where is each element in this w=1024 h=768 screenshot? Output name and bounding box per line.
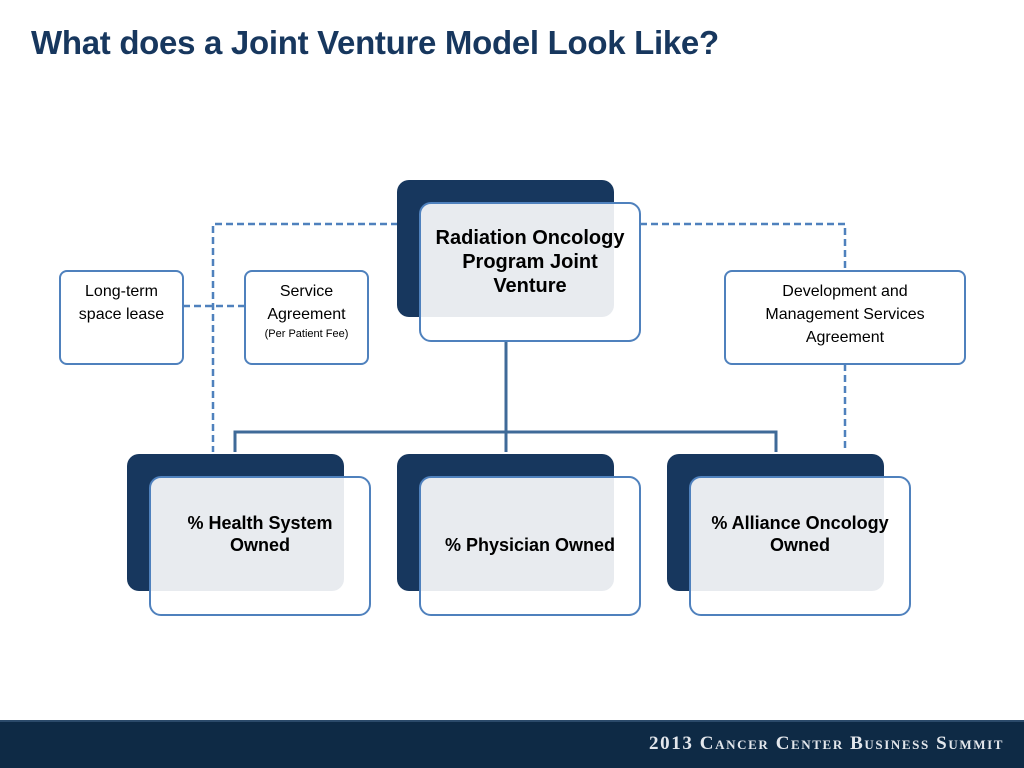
- footer-stripe: [0, 720, 1024, 722]
- physician-owned-box: % Physician Owned: [419, 476, 641, 616]
- management-agreement-box: Development and Management Services Agre…: [724, 270, 966, 365]
- health-system-owned-label: % Health System Owned: [187, 513, 333, 555]
- joint-venture-box: Radiation Oncology Program Joint Venture: [419, 202, 641, 342]
- joint-venture-label: Radiation Oncology Program Joint Venture: [435, 227, 625, 297]
- dashed-line-left: [211, 222, 420, 452]
- management-agreement-label: Development and Management Services Agre…: [765, 283, 925, 347]
- physician-owned-label: % Physician Owned: [444, 535, 616, 556]
- lease-label: Long-term space lease: [78, 283, 165, 324]
- service-agreement-box: Service Agreement (Per Patient Fee): [244, 270, 369, 365]
- footer-bar: 2013 Cancer Center Business Summit: [0, 720, 1024, 768]
- lease-box: Long-term space lease: [59, 270, 184, 365]
- footer-event-title: 2013 Cancer Center Business Summit: [649, 733, 1004, 754]
- alliance-owned-box: % Alliance Oncology Owned: [689, 476, 911, 616]
- health-system-owned-box: % Health System Owned: [149, 476, 371, 616]
- slide-title: What does a Joint Venture Model Look Lik…: [31, 24, 719, 61]
- ownership-tree-line: [233, 342, 778, 452]
- alliance-owned-label: % Alliance Oncology Owned: [711, 513, 889, 555]
- dashed-line-right-top: [640, 222, 847, 270]
- service-agreement-label: Service Agreement: [267, 283, 346, 324]
- service-agreement-note: (Per Patient Fee): [264, 328, 349, 341]
